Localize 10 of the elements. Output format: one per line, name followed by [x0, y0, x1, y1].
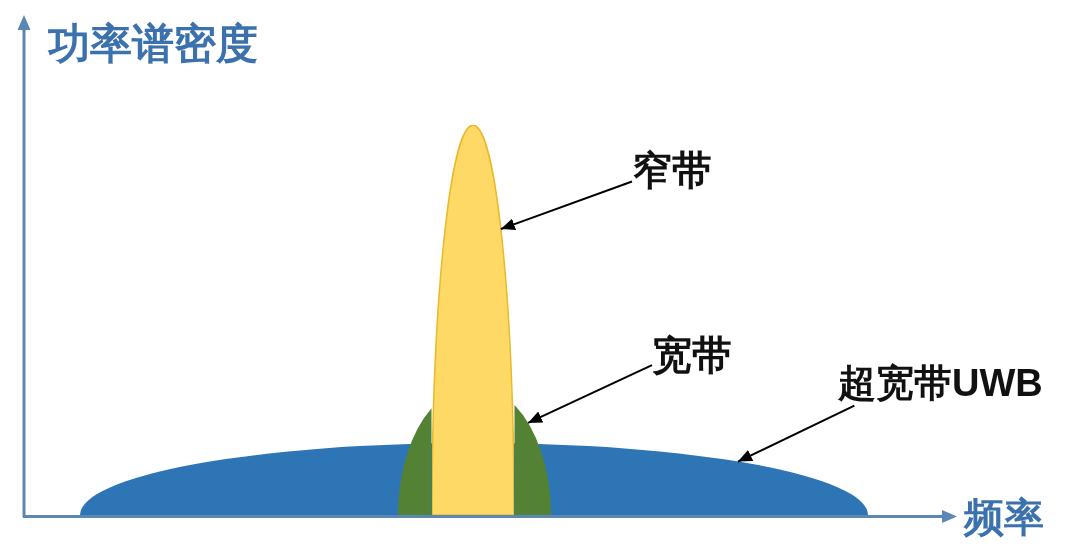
band-label: 宽带: [652, 332, 732, 378]
axis-title: 功率谱密度: [48, 20, 258, 69]
band-label: 超宽带UWB: [838, 362, 1043, 406]
leader-arrow: [527, 364, 653, 424]
ultra-wide-spectrum-shape: [80, 443, 868, 515]
leader-arrow: [737, 404, 856, 463]
axis-title: 频率: [964, 494, 1044, 540]
band-label: 窄带: [632, 147, 712, 193]
narrow-spectrum-shape: [432, 125, 514, 515]
leader-arrow: [499, 180, 633, 231]
